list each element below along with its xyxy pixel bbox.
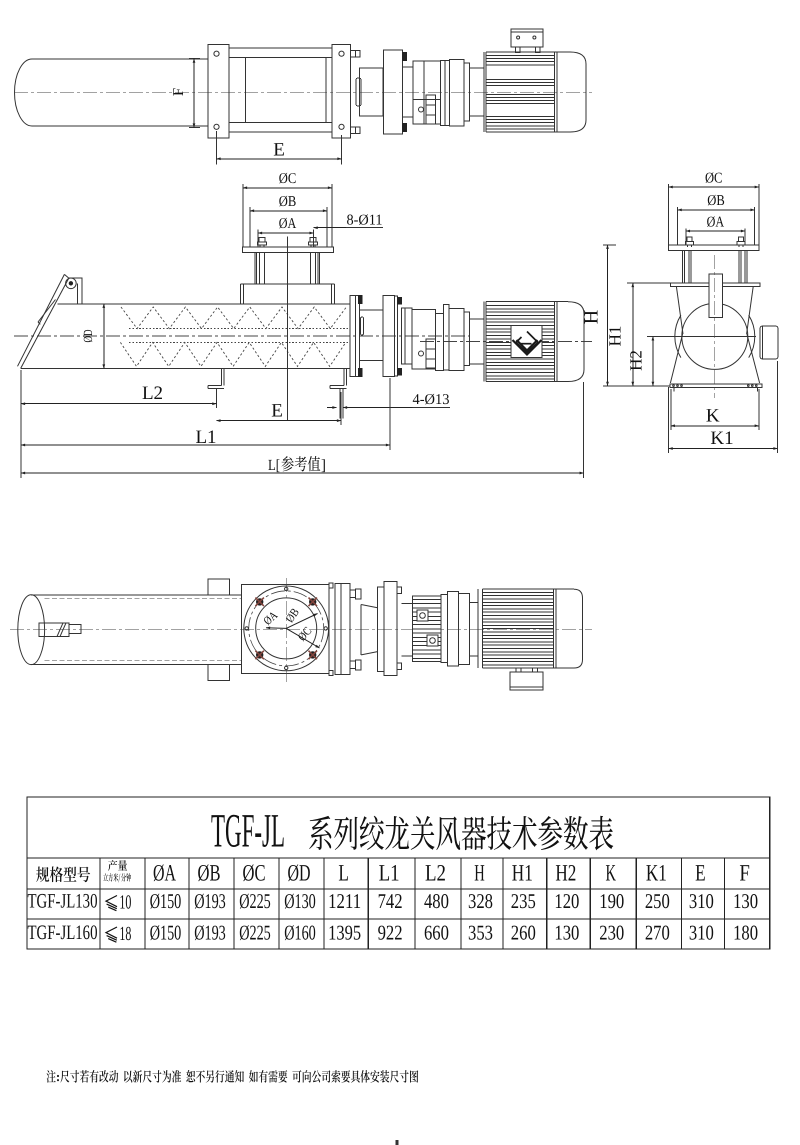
svg-text:742: 742 <box>378 889 403 913</box>
svg-text:Ø225: Ø225 <box>239 889 271 913</box>
svg-text:190: 190 <box>599 889 624 913</box>
svg-text:250: 250 <box>645 889 670 913</box>
svg-text:310: 310 <box>689 921 714 945</box>
svg-text:L1: L1 <box>379 861 400 887</box>
svg-text:ØB: ØB <box>282 605 301 624</box>
svg-text:L1: L1 <box>195 427 216 448</box>
svg-text:ØD: ØD <box>288 861 311 887</box>
svg-text:H2: H2 <box>555 861 576 887</box>
svg-text::: : <box>56 1069 60 1084</box>
svg-text:Ø193: Ø193 <box>194 921 226 945</box>
svg-text:L[: L[ <box>268 457 280 474</box>
svg-text:353: 353 <box>468 921 493 945</box>
svg-text:L2: L2 <box>142 383 163 404</box>
svg-text:328: 328 <box>468 889 493 913</box>
svg-text:130: 130 <box>554 921 579 945</box>
svg-text:ØA: ØA <box>279 216 297 232</box>
svg-text:120: 120 <box>554 889 579 913</box>
svg-text:230: 230 <box>599 921 624 945</box>
svg-text:18: 18 <box>119 923 131 945</box>
svg-text:ØB: ØB <box>198 861 221 887</box>
svg-text:1395: 1395 <box>328 921 361 945</box>
svg-text:Ø150: Ø150 <box>150 921 182 945</box>
svg-text:8-Ø11: 8-Ø11 <box>347 213 383 229</box>
svg-text:ØC: ØC <box>705 170 723 186</box>
svg-text:180: 180 <box>733 921 758 945</box>
svg-text:Ø225: Ø225 <box>239 921 271 945</box>
svg-text:]: ] <box>321 457 326 474</box>
svg-text:H1: H1 <box>512 861 533 887</box>
svg-text:ØC: ØC <box>295 624 315 644</box>
svg-text:ØB: ØB <box>279 194 297 210</box>
svg-text:310: 310 <box>689 889 714 913</box>
svg-text:K: K <box>706 405 720 426</box>
svg-text:H: H <box>581 310 603 324</box>
svg-text:E: E <box>273 140 285 161</box>
svg-text:480: 480 <box>424 889 449 913</box>
svg-text:Ø160: Ø160 <box>284 921 316 945</box>
svg-text:L: L <box>338 861 349 887</box>
svg-text:235: 235 <box>511 889 536 913</box>
svg-text:K1: K1 <box>646 861 667 887</box>
svg-text:F: F <box>171 88 187 96</box>
svg-text:Ø193: Ø193 <box>194 889 226 913</box>
svg-text:260: 260 <box>511 921 536 945</box>
svg-text:Ø130: Ø130 <box>284 889 316 913</box>
svg-text:270: 270 <box>645 921 670 945</box>
svg-text:130: 130 <box>733 889 758 913</box>
svg-text:TGF-JL: TGF-JL <box>211 804 285 857</box>
svg-text:Ø150: Ø150 <box>150 889 182 913</box>
svg-text:922: 922 <box>378 921 403 945</box>
svg-text:ØC: ØC <box>243 861 266 887</box>
svg-text:H: H <box>474 861 485 887</box>
svg-text:E: E <box>271 401 283 422</box>
svg-text:4-Ø13: 4-Ø13 <box>413 392 450 408</box>
svg-text:F: F <box>739 861 750 887</box>
svg-text:ØD: ØD <box>81 330 95 343</box>
svg-text:ØC: ØC <box>279 171 297 187</box>
svg-text:ØB: ØB <box>707 193 725 209</box>
svg-text:H2: H2 <box>627 350 646 371</box>
svg-text:K: K <box>606 861 617 887</box>
svg-text:ØA: ØA <box>707 214 725 230</box>
svg-text:TGF-JL130: TGF-JL130 <box>28 891 98 913</box>
svg-text:1211: 1211 <box>328 889 361 913</box>
svg-text:10: 10 <box>119 892 131 914</box>
svg-text:ØA: ØA <box>153 861 176 887</box>
svg-text:TGF-JL160: TGF-JL160 <box>28 922 98 944</box>
svg-text:660: 660 <box>424 921 449 945</box>
svg-text:L2: L2 <box>425 861 446 887</box>
svg-text:H1: H1 <box>606 326 625 347</box>
svg-text:K1: K1 <box>710 428 733 449</box>
svg-text:E: E <box>695 861 706 887</box>
